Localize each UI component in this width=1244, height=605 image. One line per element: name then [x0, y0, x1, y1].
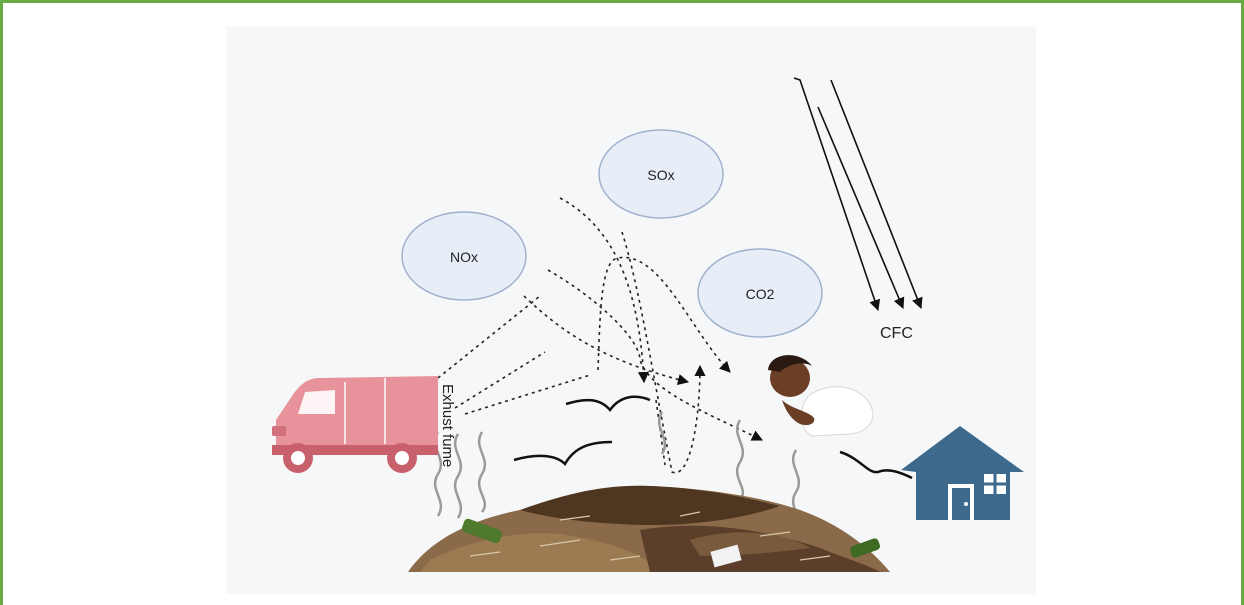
nox-flow-1: [524, 296, 688, 382]
cfc-arrow-2: [818, 107, 903, 308]
sox-label: SOx: [647, 167, 674, 183]
co2-label: CO2: [746, 286, 775, 302]
exhaust-flow-3: [465, 375, 590, 414]
cfc-label: CFC: [880, 325, 913, 342]
van-icon: [272, 376, 438, 473]
exhaust-flow-1: [438, 296, 540, 378]
exhaust-fume-label: Exhust fume: [439, 384, 456, 467]
house-icon: [901, 426, 1024, 520]
cfc-arrow-3: [831, 80, 921, 308]
nox-label: NOx: [450, 249, 478, 265]
garbage-pile-icon: [408, 486, 890, 572]
exhaust-flow-2: [455, 352, 545, 408]
co2-bubble: CO2: [698, 249, 822, 337]
person-coughing-icon: [768, 355, 873, 436]
sox-bubble: SOx: [599, 130, 723, 218]
nox-bubble: NOx: [402, 212, 526, 300]
